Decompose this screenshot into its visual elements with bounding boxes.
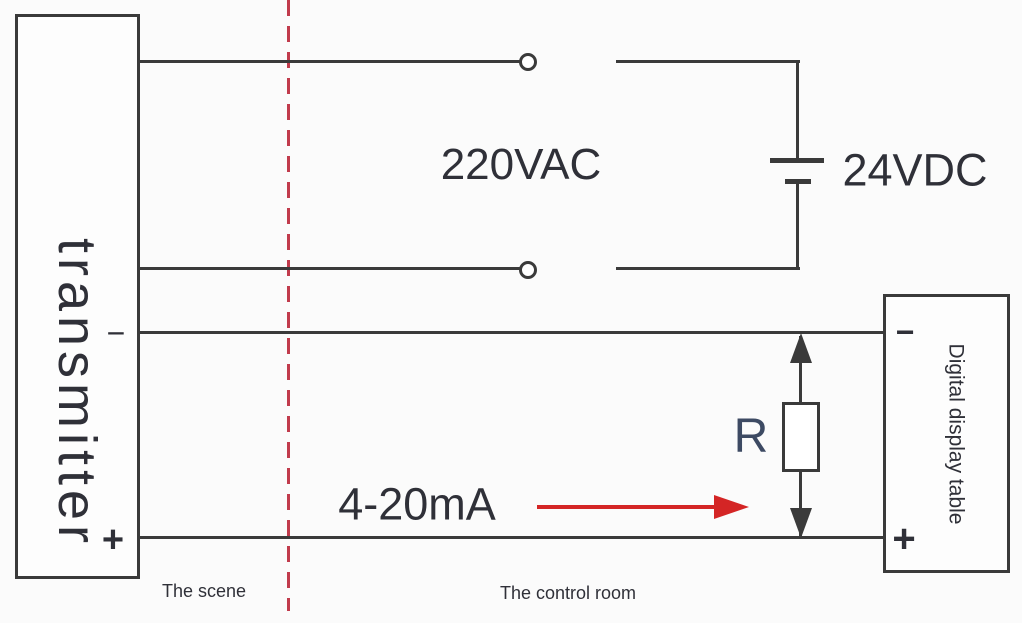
wire-ac-bottom-right bbox=[616, 267, 800, 270]
battery-plate-long bbox=[770, 158, 824, 163]
digital-display-box bbox=[883, 294, 1010, 573]
wire-battery-drop-bottom bbox=[796, 184, 799, 270]
display-plus-terminal: + bbox=[892, 517, 916, 561]
transmitter-plus-terminal: + bbox=[101, 519, 125, 561]
wire-signal-minus bbox=[140, 331, 886, 334]
digital-display-label: Digital display table bbox=[944, 343, 968, 525]
arrow-up-icon bbox=[790, 333, 812, 363]
resistor-arrow-up-shaft bbox=[799, 336, 802, 402]
zone-label-scene: The scene bbox=[161, 581, 247, 601]
resistor-arrow-down-shaft bbox=[799, 472, 802, 537]
current-arrow-shaft bbox=[537, 505, 715, 509]
zone-divider-dashed-line bbox=[287, 0, 290, 611]
battery-plate-short bbox=[785, 179, 811, 184]
resistor-label: R bbox=[733, 410, 769, 463]
plug-terminal-icon bbox=[519, 53, 537, 71]
wire-battery-drop-top bbox=[796, 60, 799, 159]
wire-ac-top-right bbox=[616, 60, 800, 63]
resistor-body bbox=[782, 402, 820, 472]
dc-voltage-label: 24VDC bbox=[842, 144, 988, 196]
zone-label-control-room: The control room bbox=[499, 583, 637, 603]
transmitter-box bbox=[15, 14, 140, 579]
arrow-down-icon bbox=[790, 508, 812, 538]
ac-voltage-label: 220VAC bbox=[440, 140, 602, 189]
transmitter-minus-terminal: − bbox=[106, 315, 126, 351]
arrow-right-icon bbox=[714, 495, 749, 519]
current-range-label: 4-20mA bbox=[338, 478, 496, 530]
transmitter-label: transmitter bbox=[47, 237, 107, 549]
plug-terminal-icon bbox=[519, 261, 537, 279]
wire-ac-top-left bbox=[140, 60, 520, 63]
display-minus-terminal: − bbox=[895, 314, 915, 350]
wire-ac-bottom-left bbox=[140, 267, 520, 270]
wire-signal-plus bbox=[140, 536, 886, 539]
